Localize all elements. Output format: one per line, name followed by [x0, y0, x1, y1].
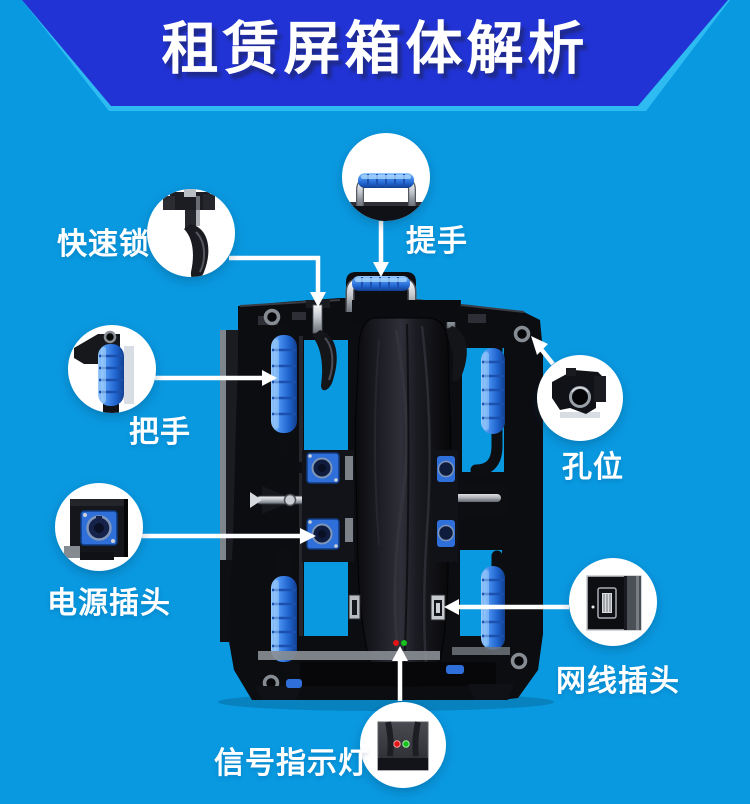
callout-arrows — [142, 221, 569, 701]
callout-hole-position — [537, 355, 623, 441]
arrow-lift-handle — [373, 221, 389, 277]
blue-side-grips — [271, 335, 505, 662]
label-signal-light: 信号指示灯 — [214, 747, 369, 780]
label-side-grip: 把手 — [129, 416, 191, 449]
ethernet-port-photo — [586, 575, 642, 631]
page-title: 租赁屏箱体解析 — [161, 17, 589, 81]
banner-shape — [22, 0, 728, 106]
label-lan-plug: 网线插头 — [556, 665, 680, 698]
arrow-lan-plug — [444, 599, 569, 615]
power-connector-photo — [64, 499, 128, 560]
arrow-hole-position — [531, 336, 555, 366]
label-lift-handle: 提手 — [406, 225, 468, 258]
cabinet-rear-image — [218, 272, 554, 711]
arrow-quick-lock — [229, 255, 326, 307]
top-lift-handle — [345, 276, 417, 312]
center-back-cover — [352, 300, 460, 687]
signal-leds — [393, 640, 407, 646]
arrow-signal-light — [392, 646, 408, 701]
callout-quick-lock — [147, 189, 235, 277]
label-hole-position: 孔位 — [562, 451, 624, 484]
callout-power-plug — [55, 483, 143, 571]
signal-led-photo — [377, 721, 429, 771]
network-port — [348, 594, 446, 621]
power-connectors — [302, 450, 354, 562]
callout-signal-light — [360, 702, 446, 788]
callout-lan-plug — [569, 558, 657, 646]
callout-side-grip — [68, 325, 156, 413]
arrow-power-plug — [142, 528, 316, 544]
arrow-side-grip — [155, 370, 277, 386]
label-power-plug: 电源插头 — [47, 587, 171, 620]
label-quick-lock: 快速锁 — [57, 228, 150, 261]
side-grip-photo — [74, 330, 134, 413]
corner-hole-photo — [552, 368, 606, 418]
crossbar-latches — [250, 482, 506, 518]
right-connectors — [432, 450, 458, 562]
quick-lock-photo — [163, 189, 215, 277]
title-banner — [22, 0, 730, 111]
